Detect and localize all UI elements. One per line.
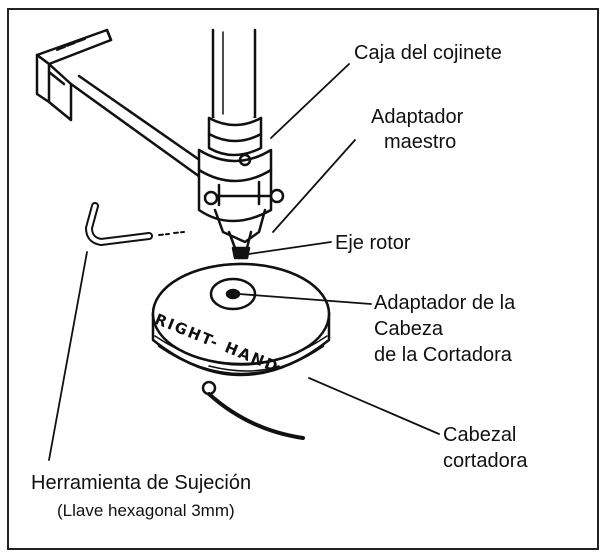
label-tool-2: (Llave hexagonal 3mm) xyxy=(57,501,235,520)
label-cutter-head-1: Cabezal xyxy=(443,424,517,446)
diagram-frame: Caja del cojinete Adaptador maestro Eje … xyxy=(7,8,599,550)
label-cutter-head-2: cortadora xyxy=(443,450,528,472)
hex-wrench xyxy=(85,202,185,246)
label-head-adapter-2: Cabeza xyxy=(374,318,443,340)
cutter-head xyxy=(151,262,331,440)
bearing-housing xyxy=(207,116,263,157)
handle-bracket xyxy=(35,28,216,184)
leader-lines xyxy=(48,63,440,461)
leader-master-adapter xyxy=(272,139,356,233)
leader-bearing-housing xyxy=(270,63,350,139)
rotor-shaft-tip xyxy=(231,246,251,260)
label-head-adapter-1: Adaptador de la xyxy=(374,292,516,314)
leader-rotor-shaft xyxy=(248,241,332,255)
label-master-adapter-1: Adaptador xyxy=(371,106,464,128)
shaft-tube xyxy=(211,28,257,127)
label-master-adapter-2: maestro xyxy=(384,131,457,153)
leader-hex-wrench xyxy=(48,251,88,461)
trimmer-illustration xyxy=(35,28,440,461)
label-head-adapter-3: de la Cortadora xyxy=(374,344,512,366)
leader-cutter-head xyxy=(308,377,440,435)
label-tool-1: Herramienta de Sujeción xyxy=(31,472,252,494)
label-rotor-shaft: Eje rotor xyxy=(335,232,411,254)
label-bearing-housing: Caja del cojinete xyxy=(354,42,502,64)
leader-head-adapter xyxy=(238,293,372,305)
master-adapter xyxy=(197,148,285,250)
